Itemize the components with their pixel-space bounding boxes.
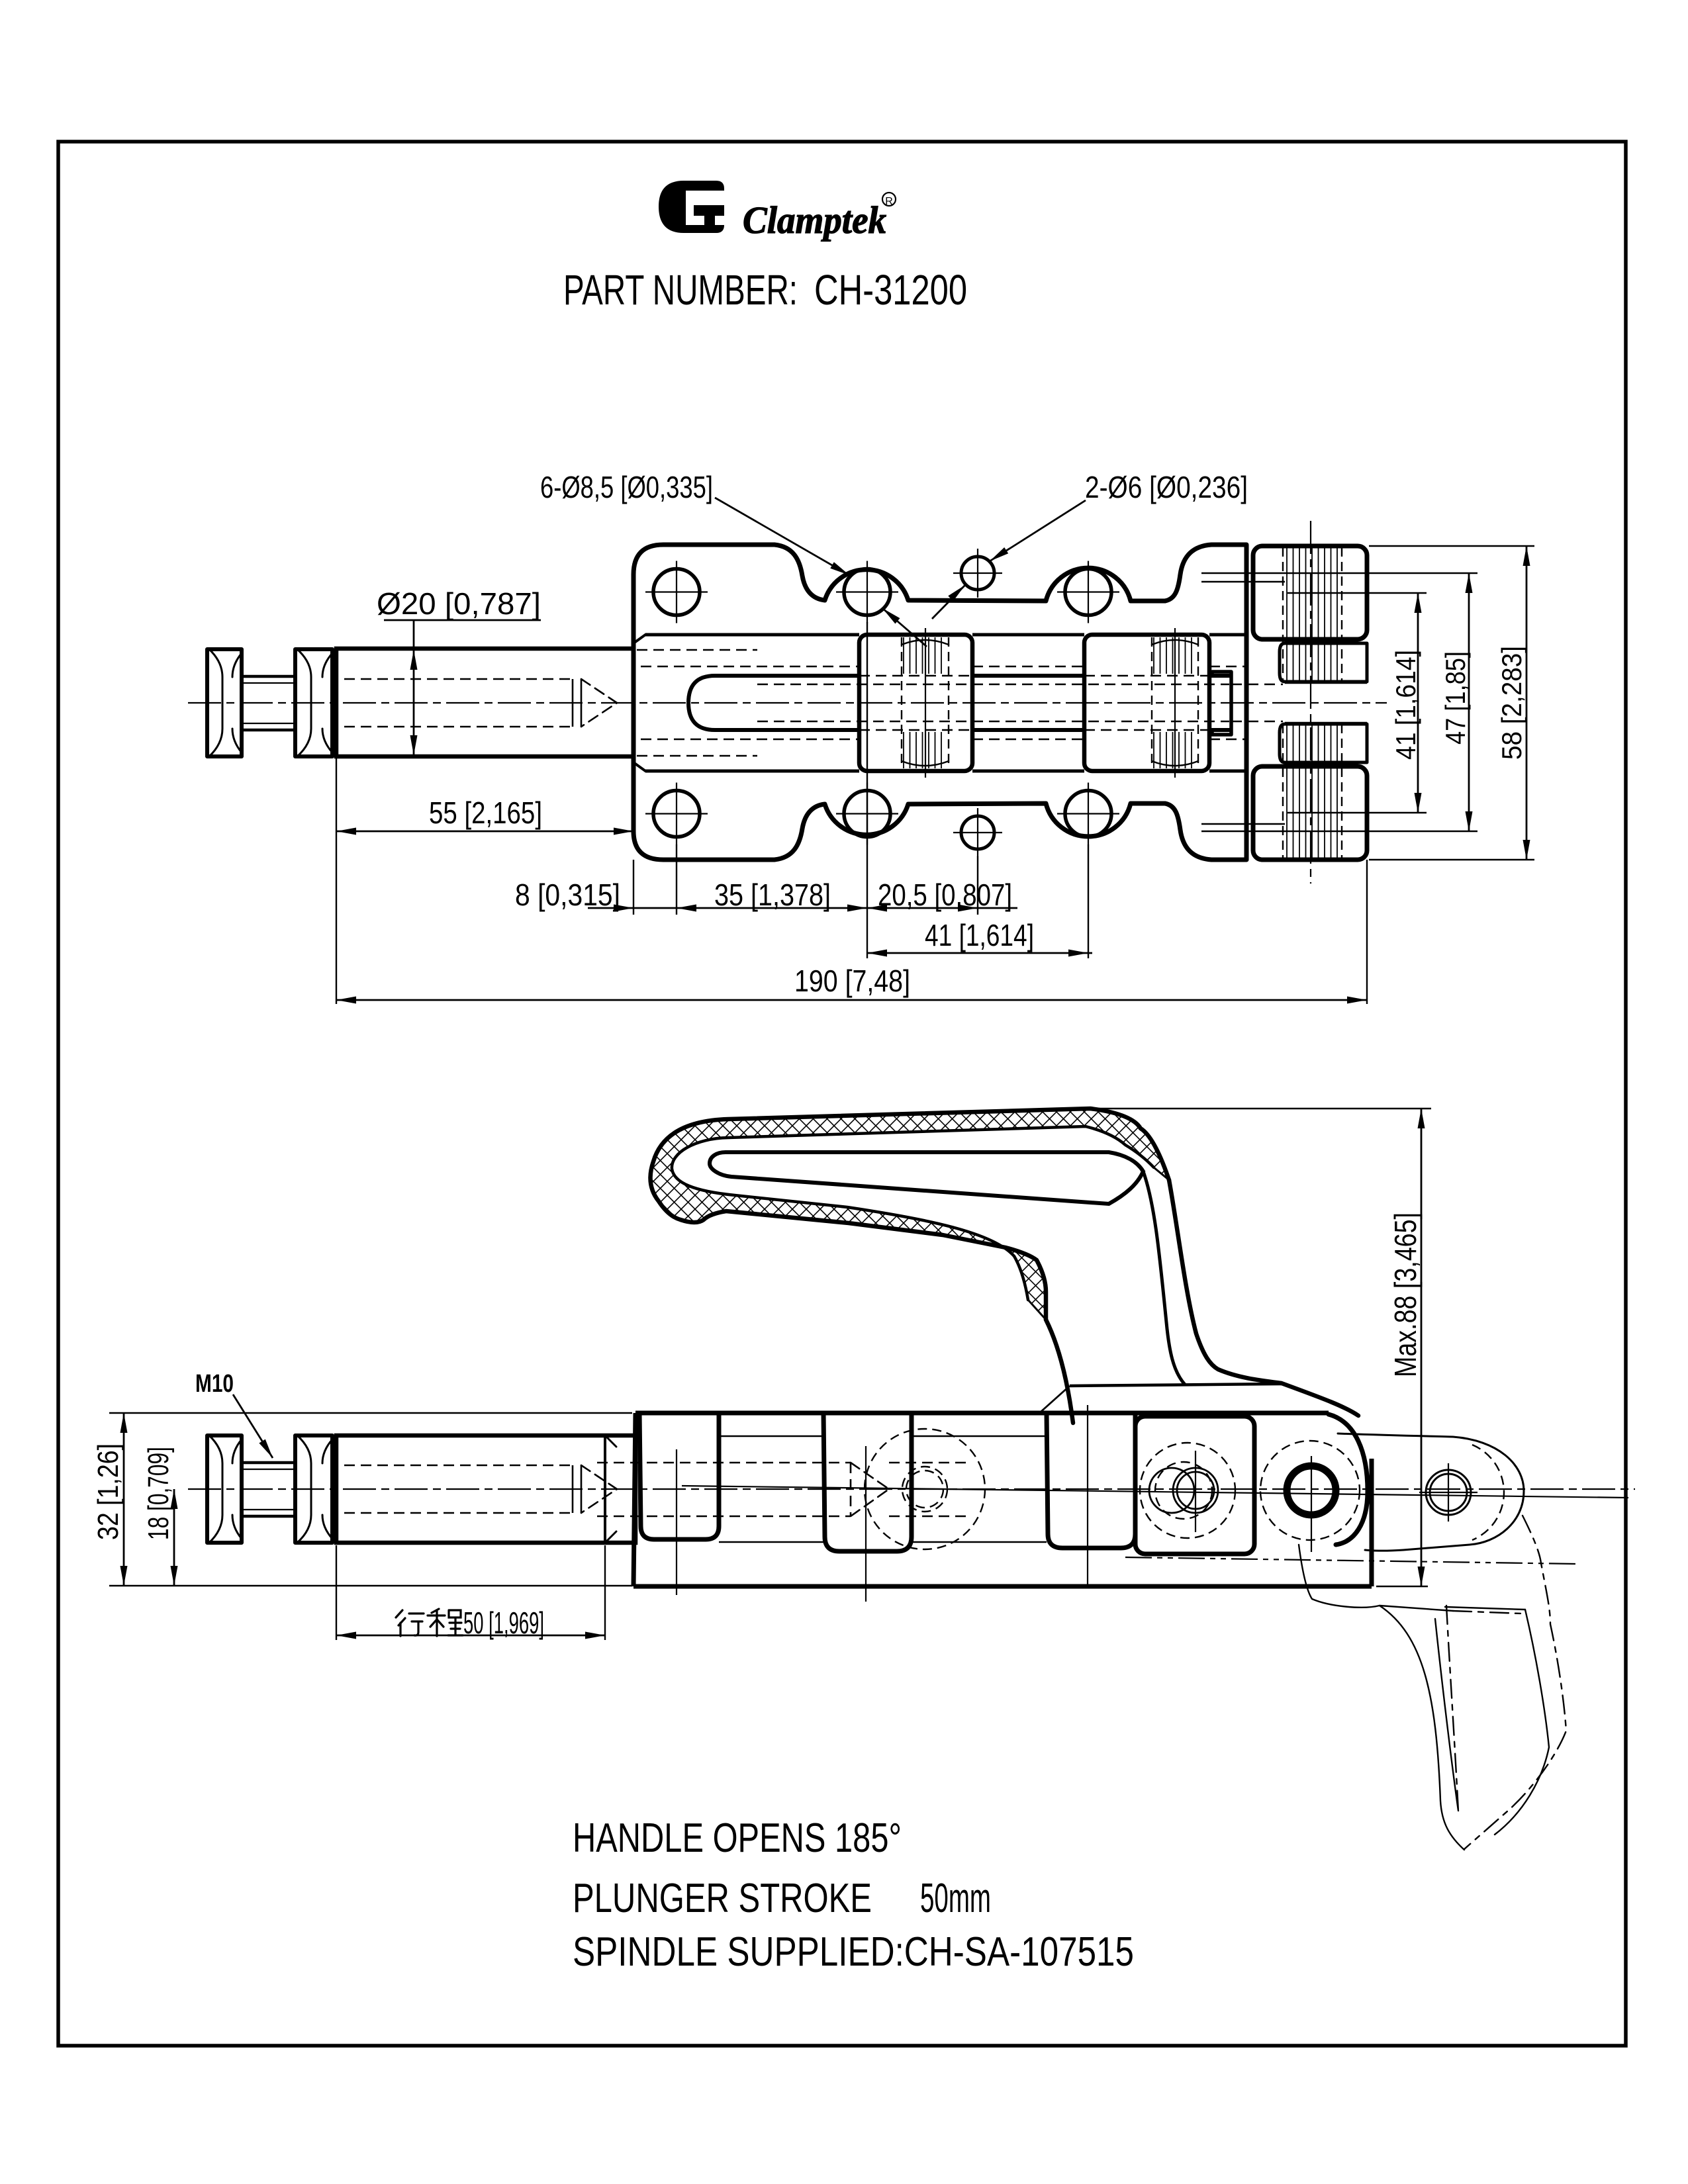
svg-text:50 [1,969]: 50 [1,969] bbox=[463, 1606, 544, 1640]
svg-text:41 [1,614]: 41 [1,614] bbox=[925, 918, 1034, 952]
svg-text:6-Ø8,5 [Ø0,335]: 6-Ø8,5 [Ø0,335] bbox=[540, 470, 713, 504]
svg-text:PLUNGER STROKE: PLUNGER STROKE bbox=[573, 1876, 872, 1921]
svg-text:8 [0,315]: 8 [0,315] bbox=[515, 878, 620, 912]
svg-text:PART NUMBER:: PART NUMBER: bbox=[563, 266, 798, 314]
svg-text:20,5 [0,807]: 20,5 [0,807] bbox=[878, 878, 1012, 912]
svg-text:HANDLE OPENS 185°: HANDLE OPENS 185° bbox=[573, 1815, 902, 1861]
svg-text:M10: M10 bbox=[195, 1370, 234, 1398]
svg-text:SPINDLE SUPPLIED:CH-SA-107515: SPINDLE SUPPLIED:CH-SA-107515 bbox=[573, 1929, 1134, 1975]
svg-text:47 [1,85]: 47 [1,85] bbox=[1440, 651, 1471, 745]
svg-text:35 [1,378]: 35 [1,378] bbox=[714, 878, 831, 912]
svg-text:R: R bbox=[885, 196, 893, 207]
svg-text:Max.88 [3,465]: Max.88 [3,465] bbox=[1388, 1212, 1423, 1377]
svg-text:32 [1,26]: 32 [1,26] bbox=[92, 1443, 124, 1540]
svg-text:41 [1,614]: 41 [1,614] bbox=[1390, 650, 1421, 760]
svg-text:50mm: 50mm bbox=[920, 1876, 991, 1921]
svg-text:2-Ø6 [Ø0,236]: 2-Ø6 [Ø0,236] bbox=[1085, 470, 1248, 504]
svg-text:CH-31200: CH-31200 bbox=[814, 266, 967, 314]
svg-text:18 [0,709]: 18 [0,709] bbox=[142, 1447, 175, 1540]
svg-text:55 [2,165]: 55 [2,165] bbox=[429, 796, 542, 830]
svg-text:Clamptek: Clamptek bbox=[743, 199, 886, 242]
svg-text:Ø20 [0,787]: Ø20 [0,787] bbox=[377, 586, 541, 621]
svg-text:190 [7,48]: 190 [7,48] bbox=[794, 964, 910, 998]
svg-text:58 [2,283]: 58 [2,283] bbox=[1496, 646, 1527, 760]
